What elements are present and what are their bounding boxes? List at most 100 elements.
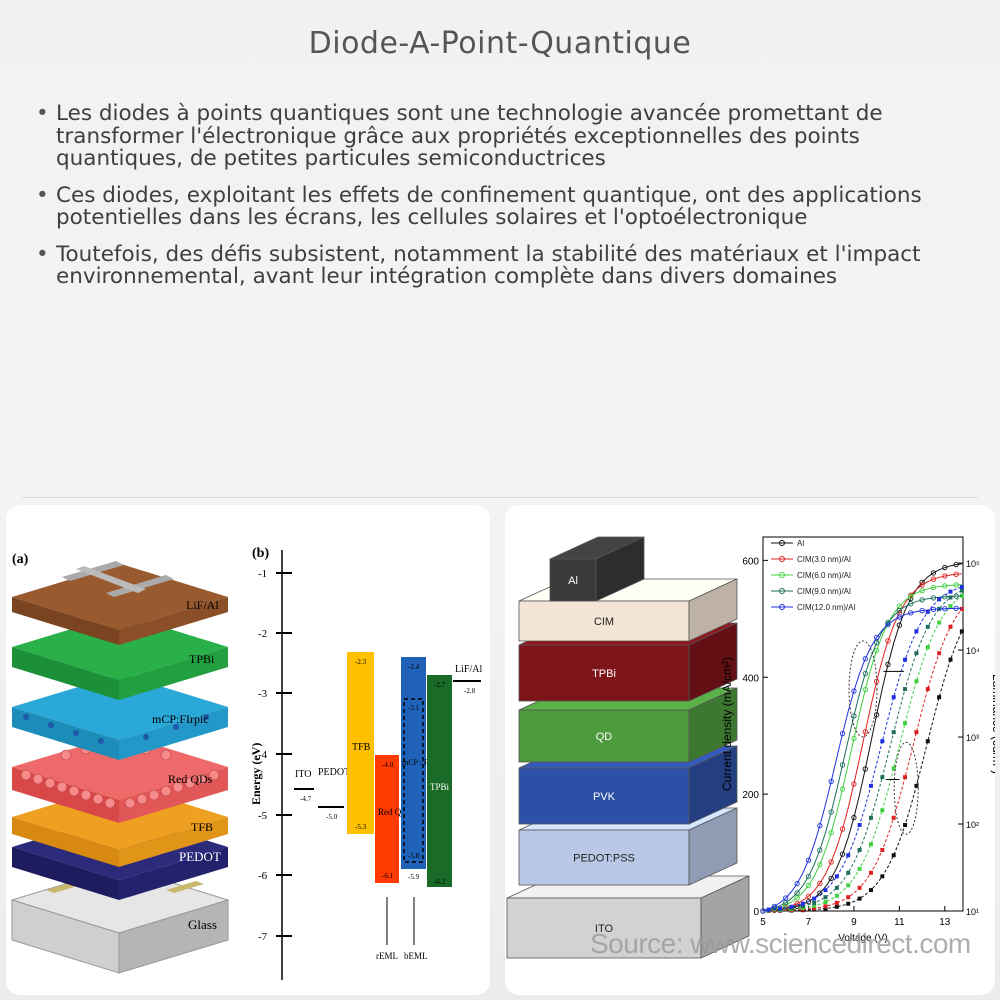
data-point — [805, 873, 812, 880]
data-point — [919, 597, 925, 603]
data-point — [846, 883, 851, 888]
svg-text:LiF/Al: LiF/Al — [186, 598, 219, 612]
data-point — [828, 778, 834, 785]
data-point — [794, 890, 800, 896]
bullet-item: Les diodes à points quantiques sont une … — [34, 102, 964, 171]
series-line-l — [762, 631, 963, 912]
data-point — [800, 904, 805, 909]
svg-text:-2.8: -2.8 — [464, 687, 476, 695]
data-point — [868, 888, 873, 893]
data-point — [919, 587, 925, 594]
energy-diagram: (b) -1 -2 -3 -4 -5 -6 -7 Energy (eV) — [249, 546, 482, 980]
data-point — [851, 735, 857, 742]
figure-b-label: (b) — [252, 546, 269, 561]
svg-text:mCP : FIrpic: mCP : FIrpic — [402, 758, 444, 767]
x-axis-label: Voltage (V) — [838, 933, 887, 944]
legend-label: Al — [797, 539, 804, 548]
data-point — [891, 695, 896, 700]
data-point — [953, 605, 959, 612]
bullet-item: Ces diodes, exploitant les effets de con… — [34, 184, 964, 230]
data-point — [851, 781, 857, 787]
svg-text:-5.8: -5.8 — [408, 852, 420, 860]
data-point — [868, 815, 873, 820]
level-tpbi — [427, 675, 452, 887]
svg-text:-4: -4 — [258, 749, 268, 761]
data-point — [903, 657, 908, 662]
data-point — [862, 766, 868, 772]
y-tick-label: 400 — [742, 673, 759, 684]
data-point — [948, 595, 953, 600]
data-point — [794, 900, 800, 907]
y2-tick-label: 10⁵ — [966, 559, 980, 569]
data-point — [823, 899, 828, 904]
data-point — [828, 830, 834, 836]
data-point — [937, 620, 942, 625]
data-point — [851, 688, 857, 694]
y-axis-label: Current density (mA/cm²) — [720, 657, 734, 791]
svg-text:-5.3: -5.3 — [355, 823, 367, 831]
data-point — [930, 584, 937, 591]
svg-text:TFB: TFB — [191, 820, 213, 834]
data-point — [880, 874, 885, 879]
energy-axis-label: Energy (eV) — [249, 743, 263, 805]
data-point — [862, 670, 868, 677]
data-point — [839, 826, 846, 832]
data-point — [885, 621, 891, 628]
y2-tick-label: 10¹ — [966, 907, 979, 917]
svg-text:-6.1: -6.1 — [382, 872, 394, 880]
data-point — [937, 597, 942, 602]
data-point — [834, 874, 839, 879]
svg-text:-5.0: -5.0 — [326, 813, 338, 821]
data-point — [959, 629, 964, 634]
series-line-l — [762, 590, 963, 911]
level-mcp-firpic — [401, 657, 426, 869]
data-point — [846, 870, 851, 875]
data-point — [771, 903, 778, 909]
data-point — [823, 895, 828, 900]
data-point — [828, 859, 834, 865]
data-point — [959, 606, 964, 611]
svg-text:LiF/Al: LiF/Al — [455, 664, 482, 675]
data-point — [794, 895, 800, 901]
layer-mcp-firpic: mCP:FIrpic — [12, 674, 228, 760]
x-tick-label: 9 — [851, 917, 857, 928]
data-point — [942, 573, 948, 579]
bullet-list: Les diodes à points quantiques sont une … — [34, 102, 964, 303]
legend-label: CIM(6.0 nm)/Al — [797, 571, 851, 580]
svg-text:-5: -5 — [258, 810, 268, 822]
data-point — [846, 895, 851, 900]
data-point — [862, 729, 868, 735]
source-watermark: Source: www.sciencedirect.com — [590, 928, 971, 959]
data-point — [817, 862, 823, 868]
svg-text:Red QDs: Red QDs — [378, 807, 412, 817]
data-point — [930, 606, 937, 613]
x-tick-label: 7 — [806, 917, 812, 928]
energy-ticks: -1 -2 -3 -4 -5 -6 -7 — [258, 568, 292, 943]
data-point — [868, 783, 873, 788]
data-point — [903, 775, 908, 780]
data-point — [885, 661, 891, 668]
data-point — [839, 786, 846, 792]
svg-text:-2.7: -2.7 — [434, 681, 446, 689]
svg-text:ITO: ITO — [595, 923, 614, 935]
series-line-j — [762, 595, 962, 912]
data-point — [834, 900, 839, 905]
data-point — [846, 853, 851, 858]
data-point — [880, 739, 885, 744]
data-point — [930, 595, 937, 601]
svg-text:TFB: TFB — [352, 742, 371, 753]
data-point — [805, 882, 812, 889]
svg-text:-2: -2 — [258, 628, 267, 640]
data-point — [862, 686, 868, 693]
svg-text:QD: QD — [596, 731, 613, 743]
data-point — [834, 893, 839, 898]
data-point — [880, 847, 885, 852]
svg-text:Glass: Glass — [188, 917, 217, 932]
svg-text:TPBi: TPBi — [592, 668, 616, 680]
y2-tick-label: 10⁴ — [966, 646, 980, 656]
data-point — [857, 847, 862, 852]
data-point — [953, 582, 959, 588]
data-point — [880, 775, 885, 780]
